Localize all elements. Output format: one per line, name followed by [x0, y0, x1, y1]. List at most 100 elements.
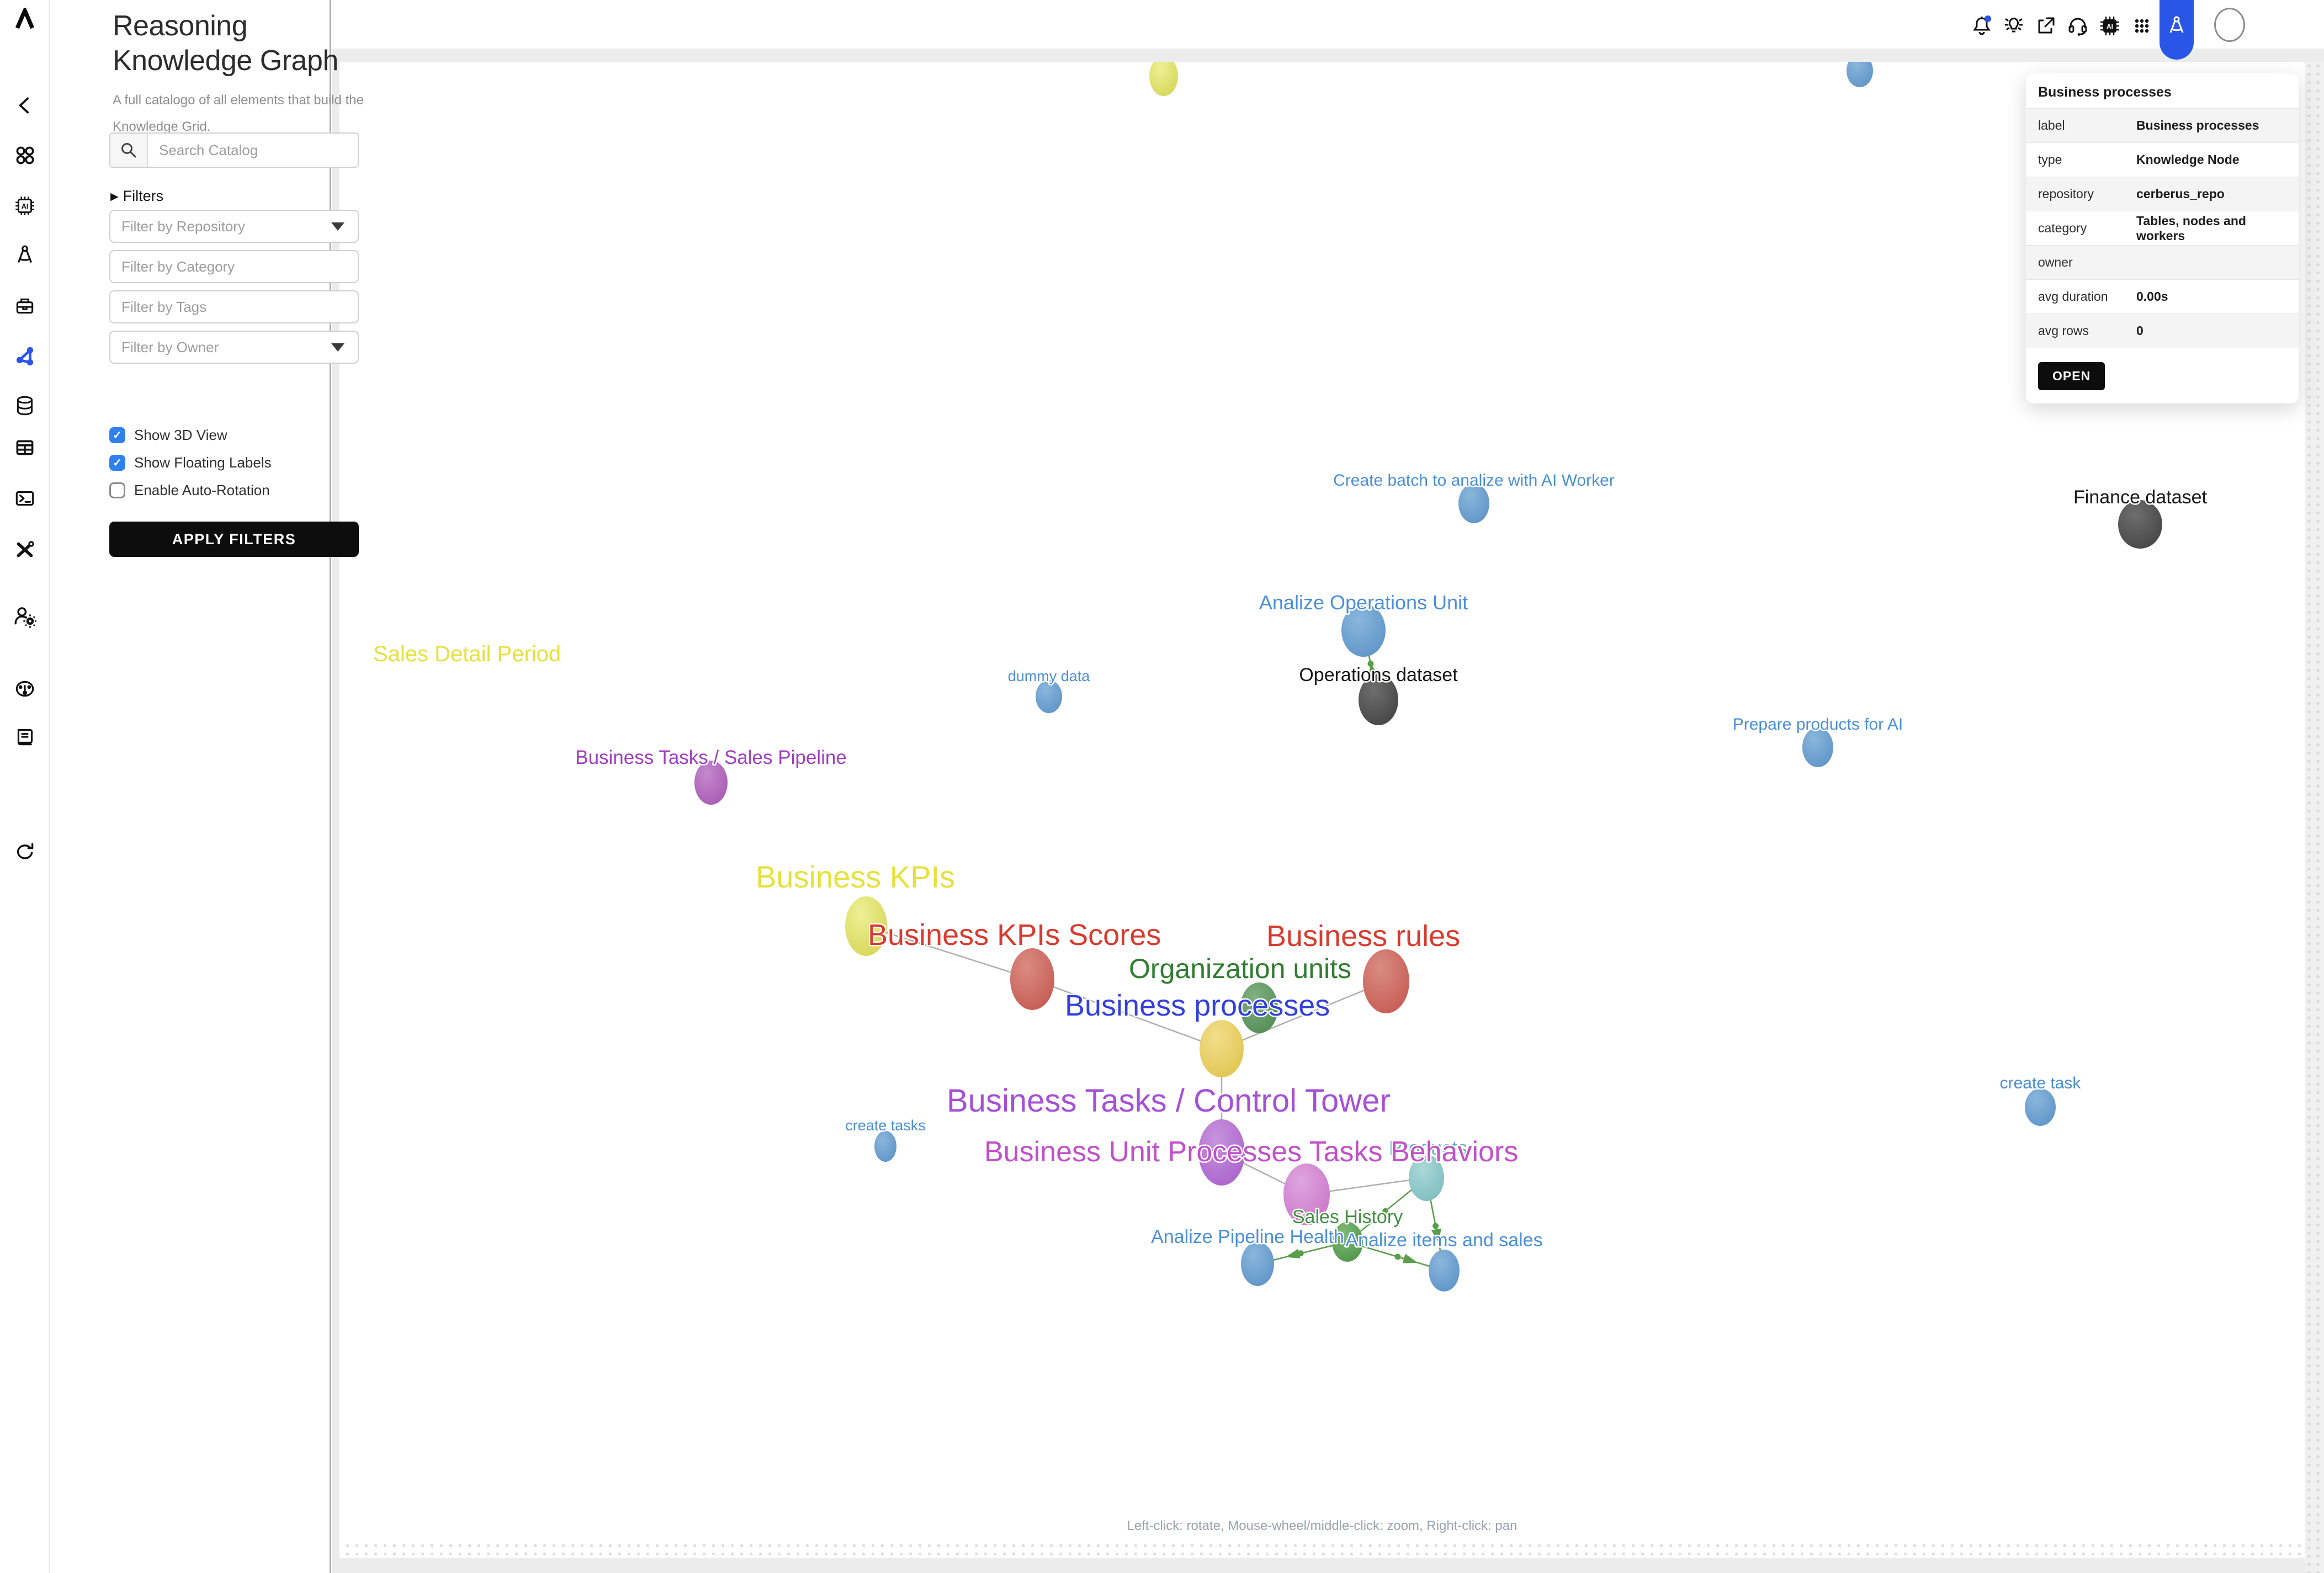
graph-node-ops_dataset[interactable]	[1359, 674, 1398, 725]
graph-node-create_tasks[interactable]	[874, 1131, 896, 1162]
share-icon[interactable]	[2033, 13, 2058, 39]
search-icon	[110, 134, 148, 167]
apply-filters-button[interactable]: APPLY FILTERS	[109, 522, 359, 557]
right-dot-gutter	[2305, 62, 2324, 1573]
search-box[interactable]	[109, 132, 359, 168]
chevron-down-icon	[331, 222, 344, 231]
apps-grid-icon[interactable]	[2129, 13, 2155, 39]
node-label-create_batch: Create batch to analize with AI Worker	[1333, 471, 1615, 490]
refresh-icon[interactable]	[12, 839, 38, 864]
node-label-create_task: create task	[2000, 1074, 2082, 1092]
app-logo-icon	[12, 7, 38, 32]
node-label-org_units: Organization units	[1129, 953, 1351, 984]
node-label-ops_dataset: Operations dataset	[1299, 665, 1458, 685]
table-icon[interactable]	[12, 435, 38, 460]
graph-node-prepare_products[interactable]	[1802, 727, 1833, 767]
ai-chip-icon[interactable]: AI	[12, 193, 38, 219]
checkbox-checked-icon[interactable]: ✓	[109, 427, 125, 443]
node-label-control_tower: Business Tasks / Control Tower	[947, 1083, 1391, 1119]
info-row-label: repository	[2038, 187, 2094, 201]
bell-icon[interactable]	[1969, 13, 1994, 39]
filter-input[interactable]: Filter by Tags	[109, 290, 359, 323]
drafting-compass-icon[interactable]	[12, 243, 38, 268]
lightbulb-icon[interactable]	[2001, 13, 2026, 39]
graph-node-control_tower[interactable]	[1198, 1119, 1245, 1186]
terminal-icon[interactable]	[12, 486, 38, 511]
knowledge-graph-icon[interactable]	[12, 343, 38, 369]
canvas-hint: Left-click: rotate, Mouse-wheel/middle-c…	[1127, 1518, 1518, 1533]
graph-node-products[interactable]	[1409, 1155, 1444, 1201]
node-label-prepare_products: Prepare products for AI	[1733, 715, 1903, 734]
node-label-behaviors: Business Unit Processes Tasks Behaviors	[984, 1136, 1518, 1168]
graph-node-kpi_scores[interactable]	[1010, 948, 1054, 1010]
compass-badge[interactable]	[2159, 0, 2194, 60]
graph-node-top_yellow[interactable]	[1149, 62, 1178, 96]
filter-placeholder: Filter by Category	[121, 258, 235, 275]
info-row-value: Knowledge Node	[2136, 152, 2240, 167]
checkbox-unchecked-icon[interactable]	[109, 482, 125, 498]
database-icon[interactable]	[12, 393, 38, 418]
user-settings-icon[interactable]	[12, 604, 38, 629]
graph-node-ops_unit[interactable]	[1341, 604, 1386, 657]
tools-icon[interactable]	[12, 536, 38, 562]
edge-arrow-icon	[1368, 662, 1378, 678]
graph-node-dummy_data[interactable]	[1036, 680, 1062, 713]
node-label-create_tasks: create tasks	[845, 1117, 926, 1134]
graph-node-rules[interactable]	[1363, 949, 1409, 1013]
graph-node-top_blue[interactable]	[1847, 62, 1873, 87]
graph-node-pipeline_health[interactable]	[1241, 1242, 1274, 1286]
filter-placeholder: Filter by Repository	[121, 217, 245, 235]
graph-node-create_batch[interactable]	[1458, 483, 1489, 523]
checkbox-enable-auto-rotation[interactable]: Enable Auto-Rotation	[109, 479, 270, 501]
filter-input[interactable]: Filter by Repository	[109, 210, 359, 243]
edge-dot	[1382, 1208, 1389, 1214]
apps-icon[interactable]	[12, 142, 38, 168]
ai-chip-topbar-icon[interactable]: AI	[2097, 13, 2123, 39]
icon-rail: AI	[0, 0, 50, 1573]
filters-expand-icon: ▶	[110, 191, 119, 203]
edge-arrow-icon	[1431, 1228, 1441, 1243]
knowledge-graph-3d[interactable]: Create batch to analize with AI WorkerAn…	[339, 62, 2305, 1558]
graph-node-behaviors[interactable]	[1283, 1163, 1330, 1225]
info-row-value: 0.00s	[2136, 289, 2168, 304]
headset-icon[interactable]	[2065, 13, 2090, 39]
node-label-kpi_scores: Business KPIs Scores	[868, 918, 1161, 952]
graph-node-sales_pipeline[interactable]	[694, 761, 728, 805]
docs-icon[interactable]	[12, 724, 38, 750]
graph-node-kpis[interactable]	[845, 896, 887, 956]
floating-label: Sales Detail Period	[373, 642, 561, 666]
page-description: A full catalogo of all elements that bui…	[113, 93, 364, 134]
graph-node-items_sales[interactable]	[1429, 1250, 1460, 1292]
briefcase-icon[interactable]	[12, 294, 38, 319]
gauge-icon[interactable]	[12, 676, 38, 702]
notification-dot	[1985, 15, 1991, 22]
node-label-products: Products	[1389, 1136, 1467, 1159]
checkbox-label: Show 3D View	[134, 426, 227, 443]
graph-node-create_task[interactable]	[2025, 1088, 2056, 1126]
edge-arrow-icon	[1402, 1253, 1418, 1263]
node-label-finance_dataset: Finance dataset	[2073, 487, 2207, 508]
graph-node-finance_dataset[interactable]	[2118, 500, 2162, 549]
open-node-button[interactable]: OPEN	[2038, 362, 2105, 390]
node-info-title: Business processes	[2038, 84, 2172, 100]
filter-input[interactable]: Filter by Category	[109, 250, 359, 283]
node-label-processes: Business processes	[1065, 989, 1330, 1022]
checkbox-checked-icon[interactable]: ✓	[109, 454, 125, 471]
search-input[interactable]	[148, 134, 358, 167]
checkbox-show-3d-view[interactable]: ✓ Show 3D View	[109, 424, 227, 446]
canvas-dot-grid	[339, 1539, 2305, 1558]
avatar[interactable]	[2214, 8, 2245, 42]
filters-toggle[interactable]: ▶Filters	[110, 188, 164, 204]
graph-node-processes[interactable]	[1200, 1020, 1244, 1077]
back-icon[interactable]	[12, 93, 38, 118]
graph-node-org_units[interactable]	[1240, 982, 1278, 1033]
checkbox-show-floating-labels[interactable]: ✓Show Floating Labels	[109, 451, 272, 474]
info-row-label: avg duration	[2038, 289, 2108, 304]
filter-input[interactable]: Filter by Owner	[109, 331, 359, 364]
graph-node-sales_history[interactable]	[1332, 1222, 1363, 1262]
